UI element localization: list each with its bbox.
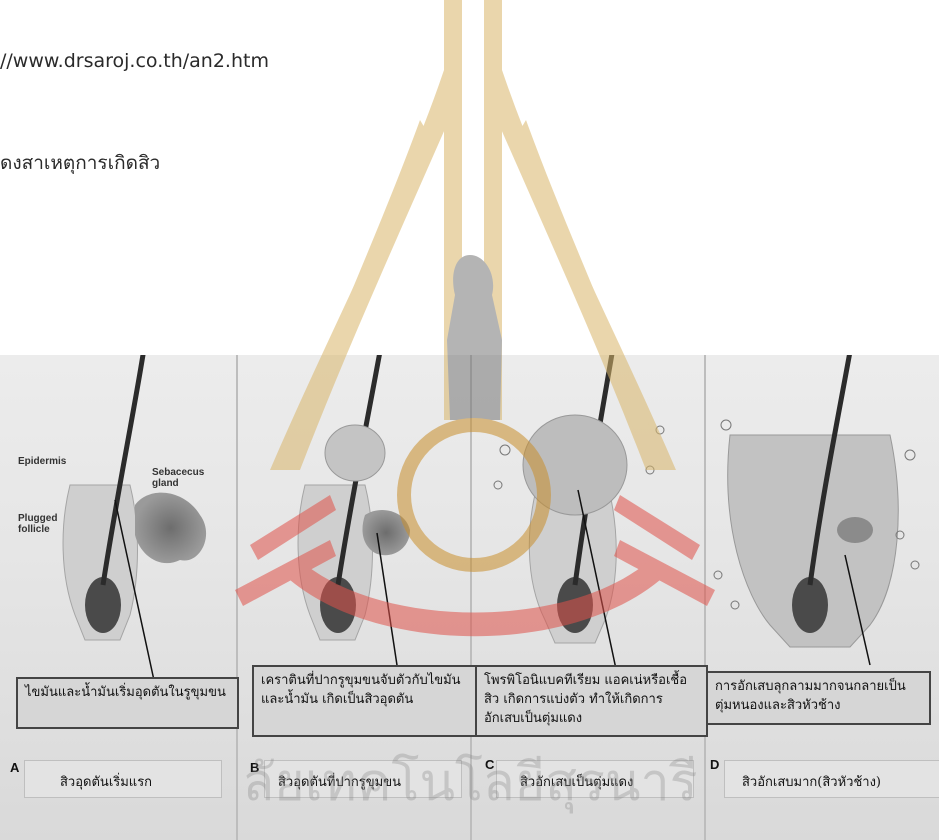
note-c: โพรพิโอนิแบคทีเรียม แอคเน่หรือเชื้อสิว เ… <box>475 665 708 737</box>
sebaceous-label: Sebacecus gland <box>152 467 204 489</box>
plugged-follicle-label: Plugged follicle <box>18 513 57 535</box>
caption-b: สิวอุดตันที่ปากรูขุมขน <box>278 771 401 792</box>
caption-d: สิวอักเสบมาก(สิวหัวช้าง) <box>742 771 881 792</box>
note-b: เคราตินที่ปากรูขุมขนจับตัวกับไขมันและน้ำ… <box>252 665 477 737</box>
acne-stages-figure: Epidermis Sebacecus gland Plugged follic… <box>0 355 939 840</box>
section-caption: ดงสาเหตุการเกิดสิว <box>0 148 160 178</box>
source-url: //www.drsaroj.co.th/an2.htm <box>0 50 269 72</box>
caption-a: สิวอุดตันเริ่มแรก <box>60 771 152 792</box>
caption-letter-d: D <box>710 757 719 772</box>
caption-letter-a: A <box>10 760 19 775</box>
caption-letter-b: B <box>250 760 259 775</box>
note-d: การอักเสบลุกลามมากจนกลายเป็นตุ่มหนองและส… <box>706 671 931 725</box>
note-a: ไขมันและน้ำมันเริ่มอุดตันในรูขุมขน <box>16 677 239 729</box>
epidermis-label: Epidermis <box>18 456 66 467</box>
caption-c: สิวอักเสบเป็นตุ่มแดง <box>520 771 633 792</box>
caption-letter-c: C <box>485 757 494 772</box>
